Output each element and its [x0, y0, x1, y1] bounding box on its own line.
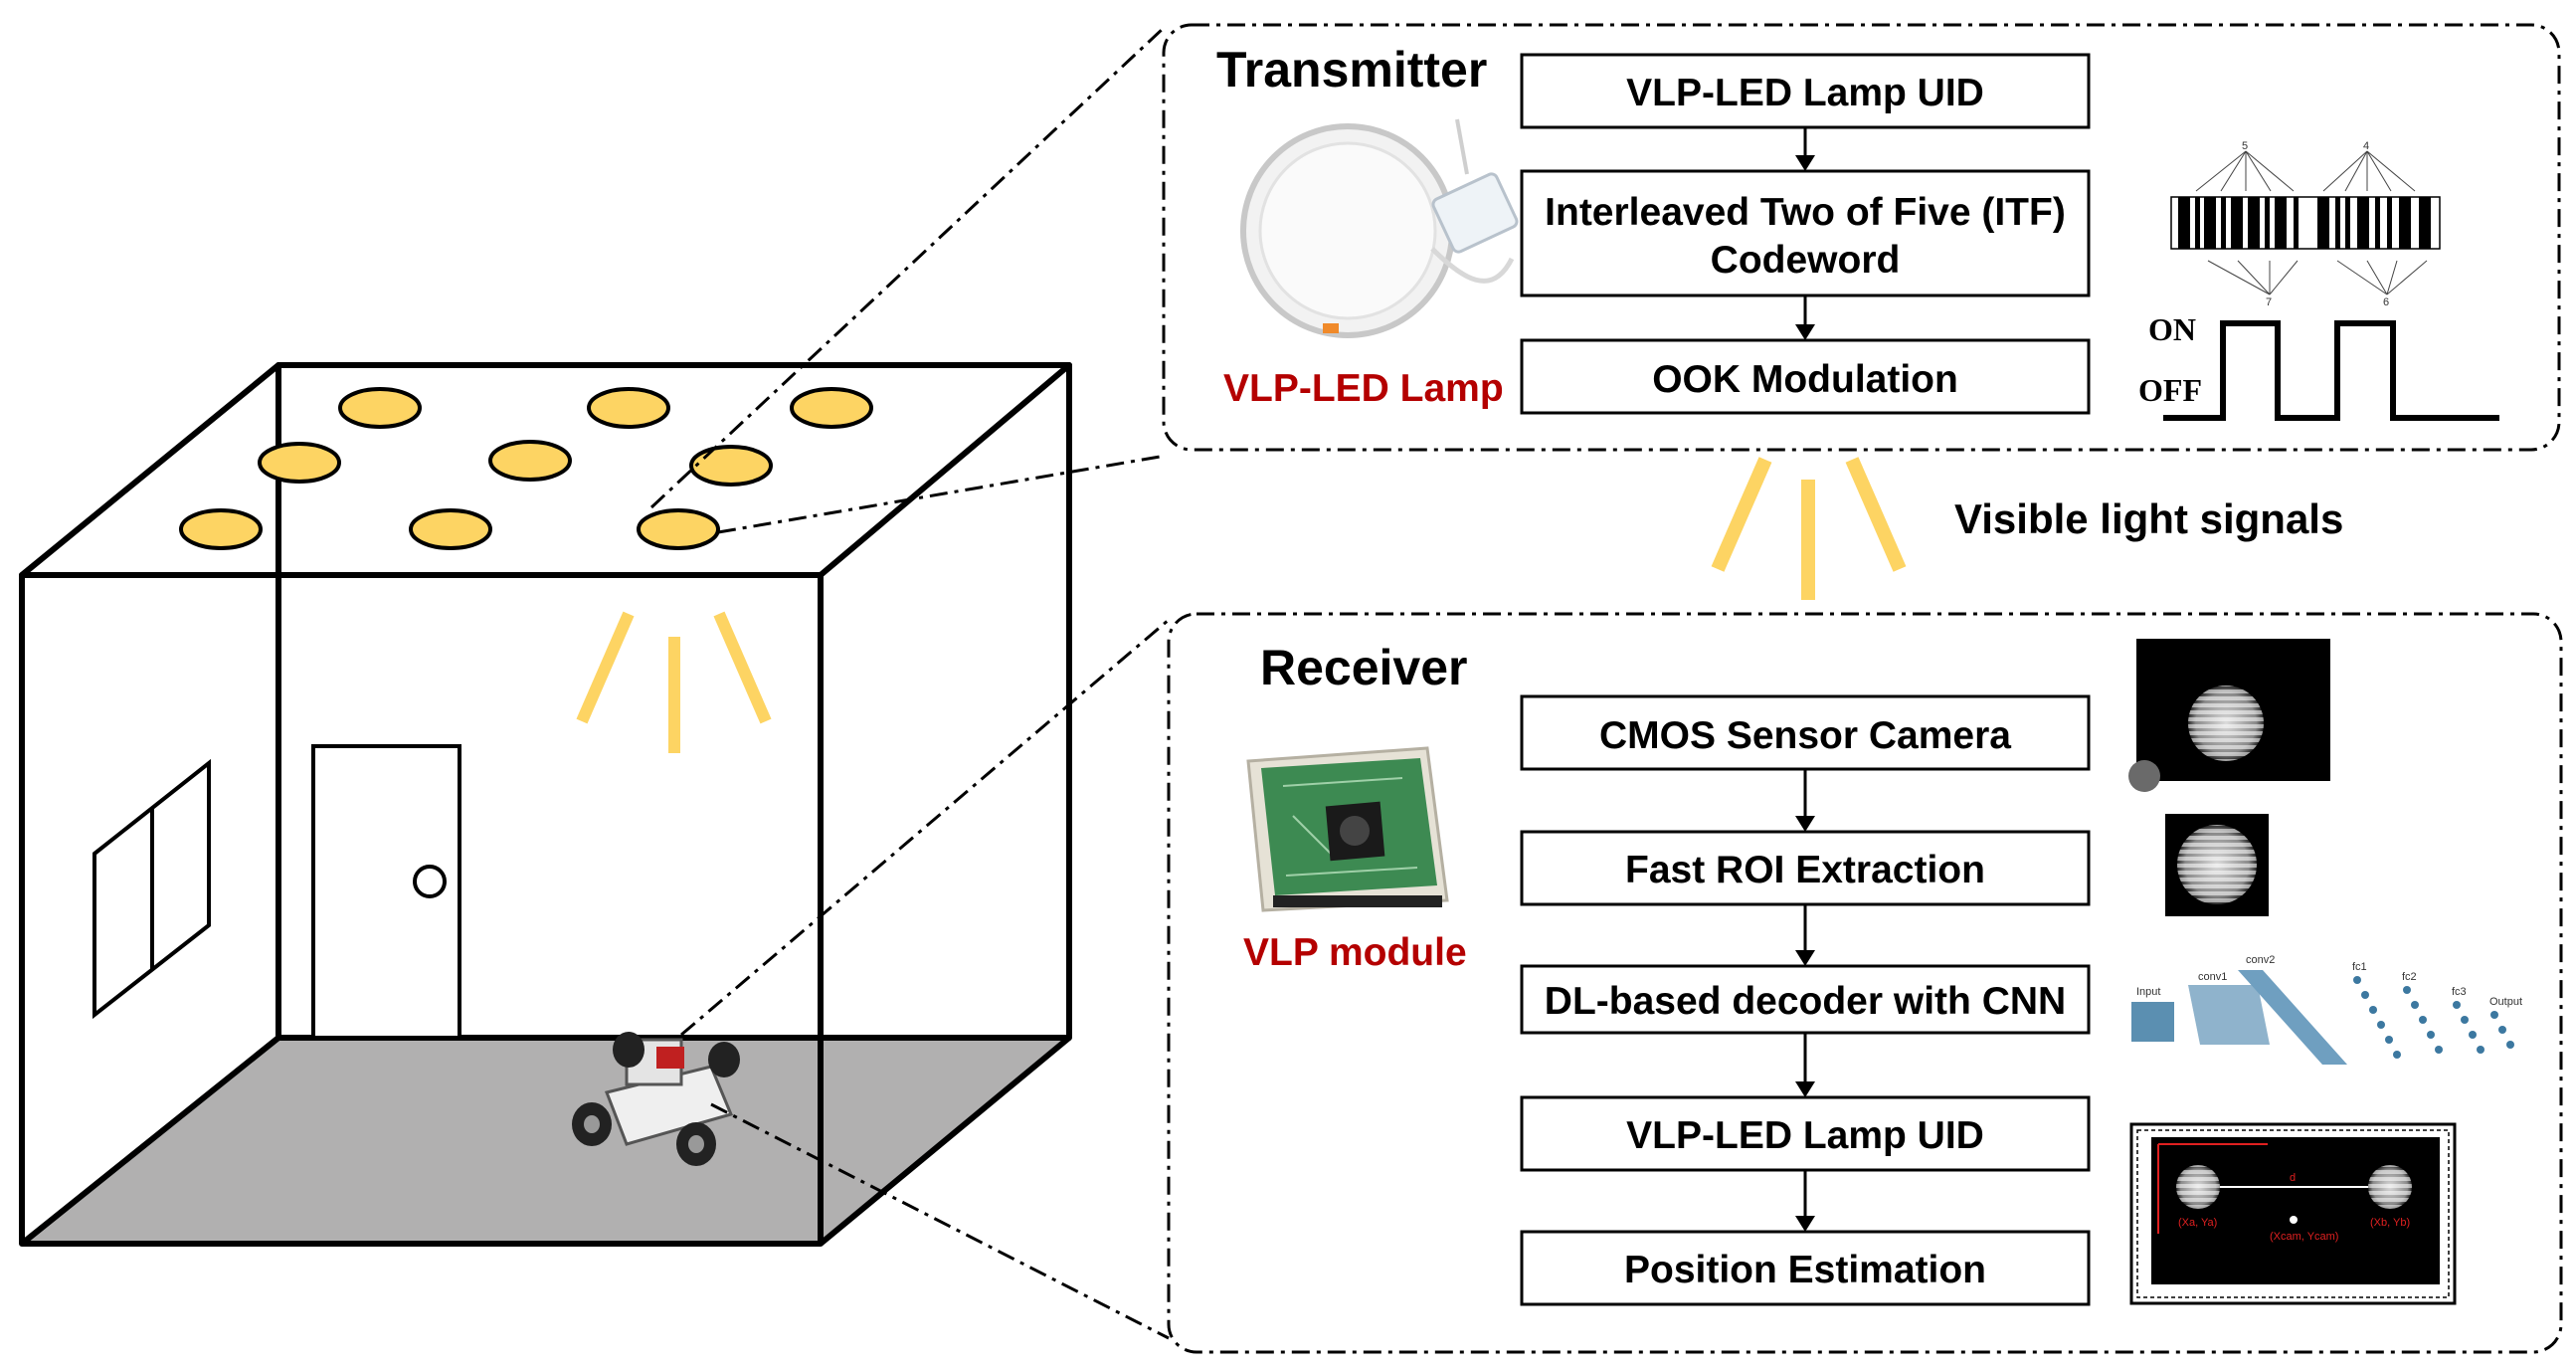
room-illustration: [19, 362, 1072, 1247]
ceiling-lamp-highlighted: [637, 508, 720, 550]
ook-on-label: ON: [2148, 311, 2196, 347]
tx-step-uid: VLP-LED Lamp UID: [1626, 72, 1984, 114]
tx-step-box: [1520, 53, 2091, 129]
receiver-panel: Receiver VLP module CMOS Sensor Camera F…: [1167, 612, 2563, 1354]
ook-off-label: OFF: [2138, 372, 2202, 408]
tx-step-box: [1520, 338, 2091, 415]
connector-lines: [649, 26, 1170, 1340]
barcode-digit: 4: [2363, 140, 2369, 152]
ceiling-lamp: [587, 387, 670, 429]
cmos-camera-image: [2128, 639, 2330, 792]
visible-light-signals-label: Visible light signals: [1954, 495, 2343, 542]
ceiling-lamps: [179, 387, 873, 550]
ceiling-lamp: [409, 508, 492, 550]
transmitter-title: Transmitter: [1216, 42, 1487, 98]
ceiling-lamp: [488, 440, 572, 482]
transmitter-flow: VLP-LED Lamp UID Interleaved Two of Five…: [1520, 53, 2091, 415]
cnn-layer-label: fc3: [2452, 986, 2467, 998]
rx-step-cnn-decoder: DL-based decoder with CNN: [1545, 980, 2066, 1023]
tx-step-box: [1520, 169, 2091, 297]
barcode-digit: 6: [2383, 296, 2389, 308]
cnn-layer-label: Output: [2489, 996, 2522, 1008]
ceiling-lamp: [179, 508, 263, 550]
ceiling-lamp: [258, 442, 341, 484]
led-lamp-label: VLP-LED Lamp: [1223, 367, 1504, 410]
vlp-module-image: [1246, 746, 1449, 912]
barcode-digit: 5: [2242, 140, 2248, 152]
room-floor: [22, 1038, 1069, 1244]
ook-waveform: ON OFF: [2138, 311, 2499, 421]
cnn-layer-label: Input: [2136, 986, 2160, 998]
cnn-layer-label: conv1: [2198, 971, 2227, 983]
window: [92, 758, 211, 1020]
position-label: (Xcam, Ycam): [2270, 1231, 2338, 1243]
visible-light-beams: [1711, 457, 1907, 600]
led-lamp-image: [1240, 118, 1519, 338]
robot-car-icon: [572, 1032, 740, 1166]
rx-step-position: Position Estimation: [1624, 1249, 1986, 1291]
cnn-layer-label: fc1: [2352, 961, 2367, 973]
transmitter-panel: Transmitter VLP-LED Lamp VLP-LED Lamp UI…: [1162, 23, 2561, 452]
receiver-title: Receiver: [1260, 640, 1468, 695]
rx-step-box: [1520, 830, 2091, 906]
receiver-frame: [1167, 612, 2563, 1354]
door: [311, 744, 461, 1040]
door-knob: [413, 865, 447, 898]
distance-symbol: d: [2290, 1172, 2296, 1184]
rx-step-cmos: CMOS Sensor Camera: [1599, 714, 2011, 757]
roi-image: [2165, 814, 2269, 916]
room-front-face: [19, 572, 824, 1247]
rx-arrows: [1795, 769, 1815, 1232]
rx-step-roi: Fast ROI Extraction: [1625, 849, 1985, 891]
tx-step-ook: OOK Modulation: [1652, 358, 1958, 401]
vlp-module-label: VLP module: [1243, 931, 1467, 974]
cnn-layer-label: fc2: [2402, 971, 2417, 983]
ceiling-lamp: [790, 387, 873, 429]
tx-arrows: [1795, 127, 1815, 340]
cnn-layer-label: conv2: [2246, 954, 2275, 966]
rx-step-uid: VLP-LED Lamp UID: [1626, 1114, 1984, 1157]
ceiling-lamp: [689, 445, 773, 487]
tx-step-itf: Interleaved Two of Five (ITF): [1545, 191, 2066, 234]
barcode-digit: 7: [2266, 296, 2272, 308]
position-estimation-image: d (Xa, Ya) (Xcam, Ycam) (Xb, Yb): [2129, 1122, 2457, 1305]
cnn-architecture-image: Input conv1 conv2 fc1 fc2 fc3 Output: [2131, 954, 2522, 1065]
itf-barcode-illustration: 5 4 7 6: [2170, 140, 2441, 308]
rx-step-box: [1520, 694, 2091, 771]
ceiling-lamp: [338, 387, 422, 429]
position-label: (Xa, Ya): [2178, 1217, 2217, 1229]
transmitter-frame: [1162, 23, 2561, 452]
position-label: (Xb, Yb): [2370, 1217, 2410, 1229]
room-light-beams: [576, 611, 772, 753]
tx-step-codeword: Codeword: [1711, 239, 1901, 282]
receiver-flow: CMOS Sensor Camera Fast ROI Extraction D…: [1520, 694, 2091, 1306]
